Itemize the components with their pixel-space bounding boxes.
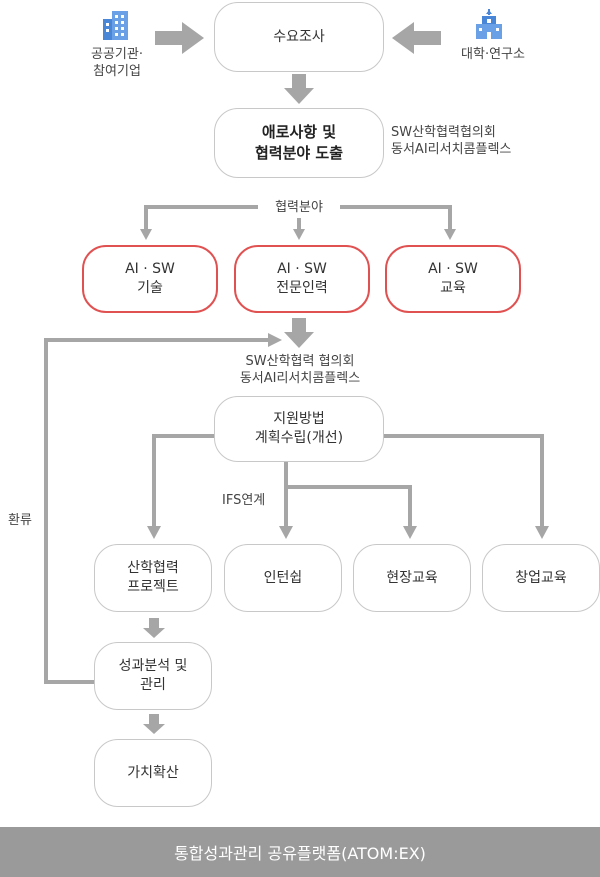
node-project: 산학협력 프로젝트 [94, 544, 212, 612]
arrow-university-to-survey [392, 22, 441, 54]
node-ai-tech-line1: AI · SW [125, 261, 175, 277]
node-field-edu: 현장교육 [353, 544, 471, 612]
building-icon [103, 11, 128, 40]
node-spread-text: 가치확산 [127, 764, 179, 781]
node-ai-edu-line1: AI · SW [428, 261, 478, 277]
line-plan-to-project [152, 434, 214, 527]
label-feedback: 환류 [8, 513, 32, 528]
node-plan: 지원방법 계획수립(개선) [214, 396, 384, 462]
node-startup-edu-text: 창업교육 [515, 569, 567, 586]
node-startup-edu: 창업교육 [482, 544, 600, 612]
node-issues: 애로사항 및 협력분야 도출 [214, 108, 384, 178]
line-coop-right [340, 205, 452, 230]
node-ai-expert: AI · SW 전문인력 [234, 245, 370, 313]
arrow-public-to-survey [155, 22, 204, 54]
label-council-2: SW산학협력 협의회 동서AI리서치콤플렉스 [239, 354, 361, 386]
node-survey: 수요조사 [214, 2, 384, 72]
node-ai-edu-line2: 교육 [440, 280, 466, 296]
node-issues-line1: 애로사항 및 [261, 123, 337, 141]
node-ai-tech: AI · SW 기술 [82, 245, 218, 313]
node-internship-text: 인턴쉽 [263, 569, 303, 586]
node-analysis: 성과분석 및 관리 [94, 642, 212, 710]
node-spread: 가치확산 [94, 739, 212, 807]
line-coop-left [144, 205, 258, 230]
line-feedback [44, 338, 270, 684]
arrow-into-plan [284, 318, 314, 348]
footer-platform-bar: 통합성과관리 공유플랫폼(ATOM:EX) [0, 827, 600, 877]
arrow-analysis-to-spread [143, 714, 165, 734]
node-plan-line1: 지원방법 [273, 411, 325, 427]
line-ifs-to-field [286, 485, 412, 527]
node-survey-text: 수요조사 [273, 28, 325, 45]
node-internship: 인턴쉽 [224, 544, 342, 612]
node-ai-expert-line1: AI · SW [277, 261, 327, 277]
school-icon [476, 9, 502, 39]
node-field-edu-text: 현장교육 [386, 569, 438, 586]
footer-text: 통합성과관리 공유플랫폼(ATOM:EX) [174, 844, 426, 863]
node-analysis-line1: 성과분석 및 [118, 658, 188, 674]
node-ai-edu: AI · SW 교육 [385, 245, 521, 313]
node-analysis-line2: 관리 [140, 677, 166, 693]
label-coop-area: 협력분야 [275, 200, 323, 215]
arrow-survey-to-issues [284, 74, 314, 104]
node-issues-line2: 협력분야 도출 [254, 144, 344, 162]
arrow-project-to-analysis [143, 618, 165, 638]
label-ifs: IFS연계 [222, 493, 266, 508]
line-plan-to-startup [384, 434, 544, 527]
label-public: 공공기관· 참여기업 [91, 47, 143, 79]
label-council-1: SW산학협력협의회 동서AI리서치콤플렉스 [391, 125, 512, 157]
node-project-line2: 프로젝트 [127, 579, 179, 595]
node-ai-expert-line2: 전문인력 [276, 280, 328, 296]
node-plan-line2: 계획수립(개선) [254, 430, 344, 446]
node-project-line1: 산학협력 [127, 560, 179, 576]
node-ai-tech-line2: 기술 [137, 280, 163, 296]
label-university: 대학·연구소 [461, 47, 525, 62]
